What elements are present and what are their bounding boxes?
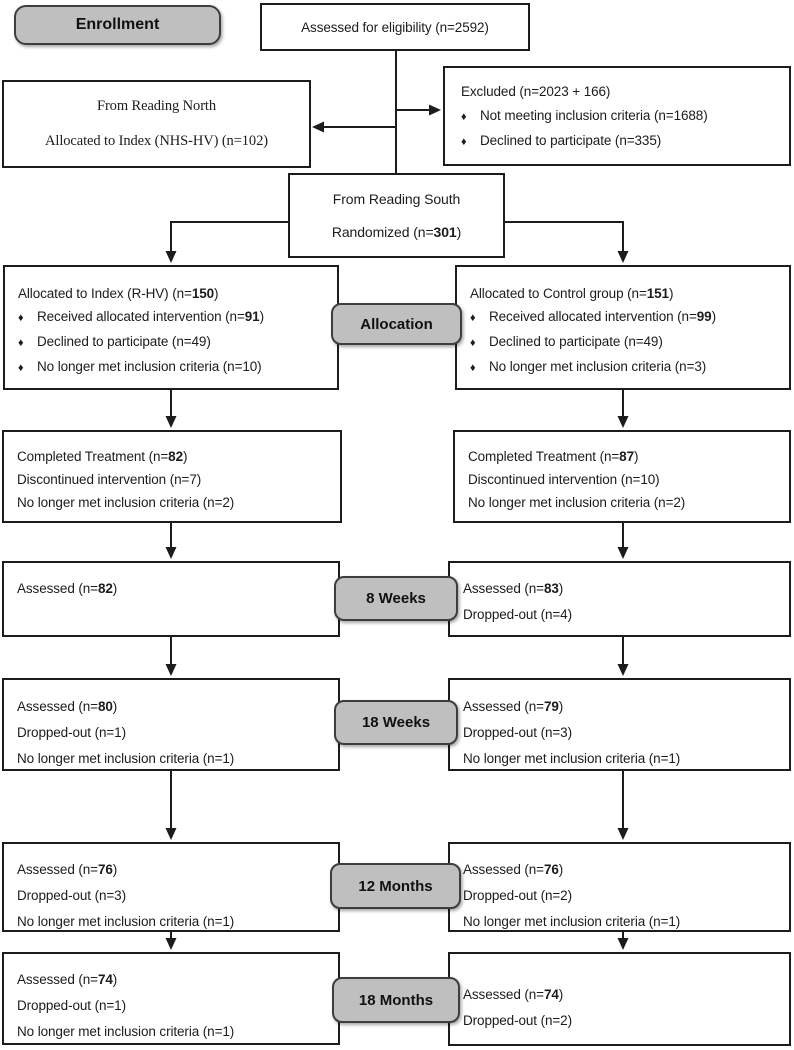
box-assessed-18-weeks-control: Assessed (n=79) Dropped-out (n=3) No longe… <box>448 678 791 771</box>
stage-badge-8-weeks: 8 Weeks <box>334 576 458 621</box>
diamond-bullet-icon: ♦ <box>470 362 476 374</box>
box-text-line: No longer met inclusion criteria (n=2) <box>468 495 686 510</box>
box-text-line: Allocated to Index (R-HV) (n=150) <box>18 286 219 301</box>
stage-badge-allocation: Allocation <box>331 303 462 345</box>
box-excluded: Excluded (n=2023 + 166) ♦Not meeting incl… <box>443 66 791 166</box>
box-text-line: Assessed (n=83) <box>463 581 564 596</box>
box-text-line: From Reading South <box>332 191 461 207</box>
box-assessed-eligibility: Assessed for eligibility (n=2592) <box>260 3 530 51</box>
box-assessed-8-weeks-control: Assessed (n=83) Dropped-out (n=4) <box>448 561 791 637</box>
box-text-line: Dropped-out (n=1) <box>17 998 126 1013</box>
box-allocated-index: Allocated to Index (R-HV) (n=150) ♦Receiv… <box>3 265 339 390</box>
box-text-line: Allocated to Index (NHS-HV) (n=102) <box>45 133 268 149</box>
box-text-line: Dropped-out (n=1) <box>17 725 126 740</box>
box-text-line: Excluded (n=2023 + 166) <box>461 84 611 99</box>
box-text-line: Allocated to Control group (n=151) <box>470 286 674 301</box>
diamond-bullet-icon: ♦ <box>18 337 24 349</box>
box-text-line: No longer met inclusion criteria (n=1) <box>463 751 681 766</box>
box-text-line: ♦Declined to participate (n=335) <box>461 129 781 154</box>
box-text-line: Discontinued intervention (n=7) <box>17 472 202 487</box>
box-text-line: Dropped-out (n=2) <box>463 1013 572 1028</box>
box-text-line: ♦Not meeting inclusion criteria (n=1688) <box>461 104 781 129</box>
box-text-line: ♦Received allocated intervention (n=99) <box>470 305 783 330</box>
box-text-line: Completed Treatment (n=82) <box>17 449 188 464</box>
box-text-line: Assessed (n=80) <box>17 699 118 714</box>
box-assessed-12-months-index: Assessed (n=76) Dropped-out (n=3) No longe… <box>2 842 340 932</box>
box-text-line: From Reading North <box>96 98 217 114</box>
box-text-line: Assessed (n=76) <box>463 862 564 877</box>
stage-badge-enrollment: Enrollment <box>14 5 221 45</box>
box-completed-treatment-control: Completed Treatment (n=87) Discontinued i… <box>453 430 791 523</box>
box-text-line: ♦Declined to participate (n=49) <box>470 330 783 355</box>
box-text-line: No longer met inclusion criteria (n=1) <box>463 914 681 929</box>
stage-badge-18-weeks: 18 Weeks <box>334 700 458 745</box>
box-text-line: Assessed (n=74) <box>463 987 564 1002</box>
box-text-line: Dropped-out (n=3) <box>463 725 572 740</box>
box-text-line: Assessed (n=82) <box>17 581 118 596</box>
box-assessed-18-months-index: Assessed (n=74) Dropped-out (n=1) No longe… <box>2 952 340 1045</box>
box-allocated-control: Allocated to Control group (n=151) ♦Recei… <box>455 265 791 390</box>
box-assessed-18-weeks-index: Assessed (n=80) Dropped-out (n=1) No longe… <box>2 678 340 771</box>
box-text-line: ♦No longer met inclusion criteria (n=3) <box>470 355 783 380</box>
box-text-line: ♦No longer met inclusion criteria (n=10) <box>18 355 331 380</box>
box-text-line: Assessed (n=74) <box>17 972 118 987</box>
box-assessed-8-weeks-index: Assessed (n=82) <box>2 561 340 637</box>
box-text-line: No longer met inclusion criteria (n=1) <box>17 914 235 929</box>
box-text-line: Randomized (n=301) <box>331 224 462 240</box>
box-text-line: Dropped-out (n=4) <box>463 607 572 622</box>
box-text-line: Completed Treatment (n=87) <box>468 449 639 464</box>
diamond-bullet-icon: ♦ <box>18 362 24 374</box>
box-text-line: No longer met inclusion criteria (n=1) <box>17 751 235 766</box>
box-text-line: Assessed (n=79) <box>463 699 564 714</box>
box-text-line: No longer met inclusion criteria (n=2) <box>17 495 235 510</box>
box-text-line: Dropped-out (n=2) <box>463 888 572 903</box>
box-assessed-18-months-control: Assessed (n=74) Dropped-out (n=2) <box>448 952 791 1046</box>
box-text-line: ♦Declined to participate (n=49) <box>18 330 331 355</box>
box-completed-treatment-index: Completed Treatment (n=82) Discontinued i… <box>2 430 342 523</box>
box-text-line: Discontinued intervention (n=10) <box>468 472 660 487</box>
box-text-line: No longer met inclusion criteria (n=1) <box>17 1024 235 1039</box>
diamond-bullet-icon: ♦ <box>18 312 24 324</box>
box-text-line: ♦Received allocated intervention (n=91) <box>18 305 331 330</box>
box-assessed-12-months-control: Assessed (n=76) Dropped-out (n=2) No longe… <box>448 842 791 932</box>
box-text-line: Assessed (n=76) <box>17 862 118 877</box>
box-text-line: Assessed for eligibility (n=2592) <box>301 19 489 35</box>
stage-badge-18-months: 18 Months <box>332 977 460 1023</box>
diamond-bullet-icon: ♦ <box>470 312 476 324</box>
stage-badge-12-months: 12 Months <box>330 863 461 909</box>
diamond-bullet-icon: ♦ <box>470 337 476 349</box>
diamond-bullet-icon: ♦ <box>461 136 467 148</box>
diamond-bullet-icon: ♦ <box>461 111 467 123</box>
box-text-line: Dropped-out (n=3) <box>17 888 126 903</box>
